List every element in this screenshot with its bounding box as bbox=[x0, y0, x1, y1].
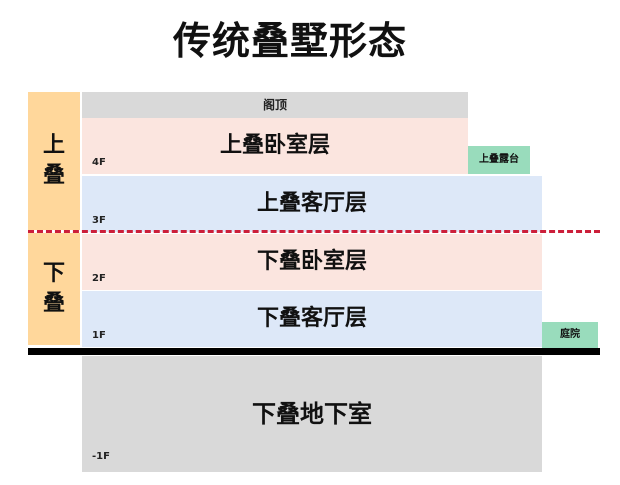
floor-name: 上叠卧室层 bbox=[219, 133, 330, 158]
upper-label-char-2: 叠 bbox=[42, 163, 65, 188]
floor-level: 3F bbox=[92, 215, 106, 226]
lower-stack-label: 下 叠 bbox=[28, 233, 80, 345]
floor-name: 下叠卧室层 bbox=[256, 249, 367, 274]
floor-1f-living: 下叠客厅层 1F bbox=[82, 291, 542, 347]
upper-label-char-1: 上 bbox=[42, 133, 65, 158]
basement-level: -1F bbox=[92, 451, 110, 462]
ground-line bbox=[28, 348, 600, 355]
floor-level: 4F bbox=[92, 157, 106, 168]
yard-tag: 庭院 bbox=[542, 322, 598, 348]
basement-block: 下叠地下室 -1F bbox=[82, 356, 542, 472]
terrace-tag: 上叠露台 bbox=[468, 146, 530, 174]
floor-3f-living: 上叠客厅层 3F bbox=[82, 176, 542, 232]
page-title: 传统叠墅形态 bbox=[172, 19, 407, 63]
lower-label-char-2: 叠 bbox=[42, 291, 65, 316]
floor-name: 下叠客厅层 bbox=[256, 306, 367, 331]
upper-lower-divider bbox=[28, 230, 600, 233]
floor-level: 1F bbox=[92, 330, 106, 341]
floor-name: 上叠客厅层 bbox=[256, 191, 367, 216]
upper-stack-label: 上 叠 bbox=[28, 92, 80, 230]
floor-2f-bedroom: 下叠卧室层 2F bbox=[82, 234, 542, 290]
floor-level: 2F bbox=[92, 273, 106, 284]
lower-label-char-1: 下 bbox=[42, 261, 65, 286]
basement-name: 下叠地下室 bbox=[252, 400, 372, 428]
floor-4f-bedroom: 上叠卧室层 4F bbox=[82, 118, 468, 174]
attic-block: 阁顶 bbox=[82, 92, 468, 118]
